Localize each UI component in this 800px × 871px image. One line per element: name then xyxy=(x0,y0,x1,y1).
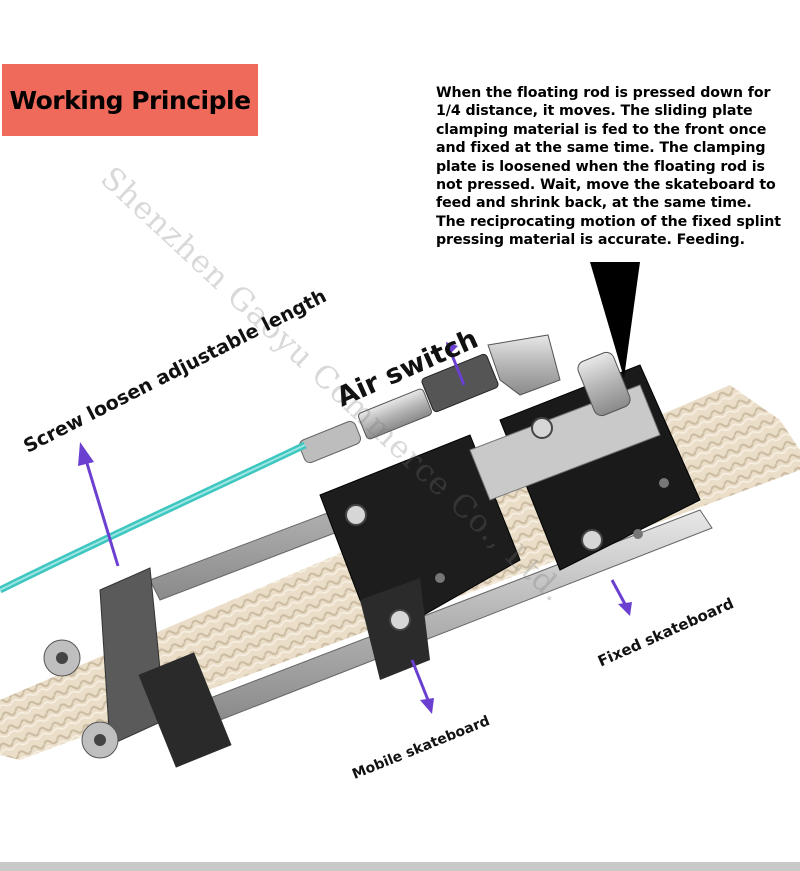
description-line: When the floating rod is pressed down fo… xyxy=(436,85,771,101)
floating-rod xyxy=(577,351,631,417)
air-switch-body xyxy=(421,353,499,413)
bottom-divider xyxy=(0,862,800,871)
description-line: and fixed at the same time. The clamping xyxy=(436,140,766,157)
air-connector xyxy=(358,388,432,440)
description-line: clamping material is fed to the front on… xyxy=(436,121,767,138)
air-fitting-elbow xyxy=(487,334,561,396)
quick-coupler xyxy=(298,420,362,464)
left-end-block xyxy=(99,567,166,746)
description-line: plate is loosened when the floating rod … xyxy=(436,158,765,175)
description-line: not pressed. Wait, move the skateboard t… xyxy=(436,177,776,194)
description-line: 1/4 distance, it moves. The sliding plat… xyxy=(436,103,753,120)
description-line: pressing material is accurate. Feeding. xyxy=(436,232,745,249)
roller-icon xyxy=(43,639,119,759)
mobile-skateboard-block xyxy=(319,434,521,641)
fixed-skateboard-plate xyxy=(469,384,661,501)
description-line: The reciprocating motion of the fixed sp… xyxy=(436,213,781,230)
page-title: Working Principle xyxy=(9,85,251,115)
left-end-plate xyxy=(138,652,232,768)
pointer-icon xyxy=(590,262,640,378)
arrow-icon xyxy=(78,342,632,714)
bolt-icon xyxy=(345,417,669,631)
description-line: feed and shrink back, at the same time. xyxy=(436,195,752,212)
description-text: When the floating rod is pressed down fo… xyxy=(436,84,798,250)
title-banner: Working Principle xyxy=(2,64,258,136)
